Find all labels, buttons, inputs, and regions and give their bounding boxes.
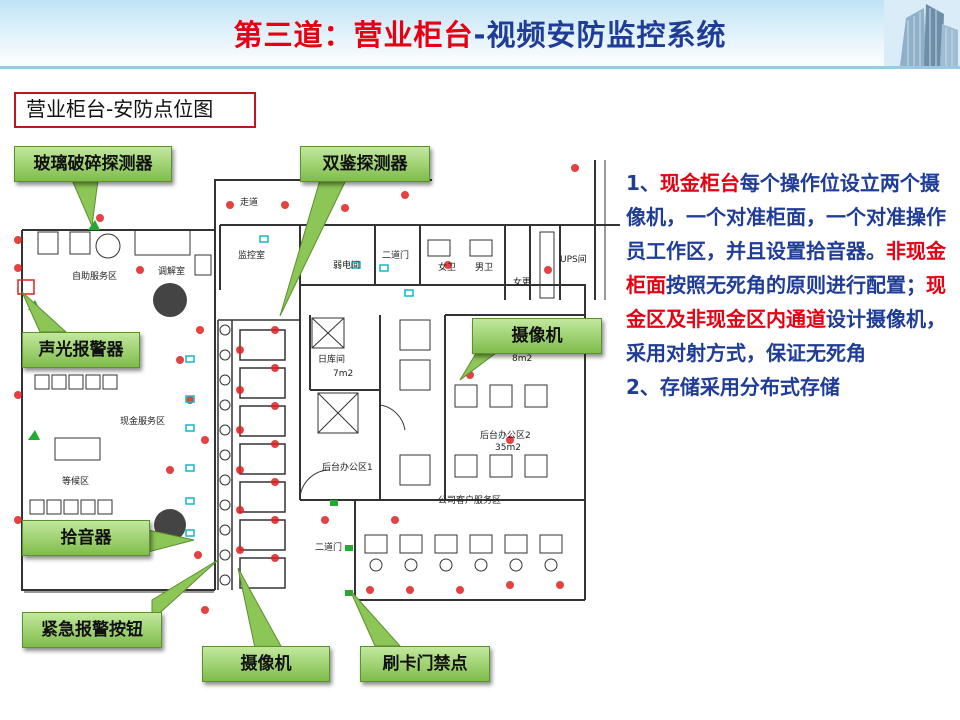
label-vault: 日库间 [318,353,345,365]
description-point-1: 1、现金柜台每个操作位设立两个摄像机，一个对准柜面，一个对准操作员工作区，并且设… [626,166,951,370]
label-tiaojie: 调解室 [158,265,185,277]
point-1-text-b: 按照无死角的原则进行配置； [666,273,926,297]
label-self-service: 自助服务区 [72,270,117,282]
title-blue-part: -视频安防监控系统 [473,18,727,52]
page-title: 第三道：营业柜台-视频安防监控系统 [150,12,810,54]
header-rule [0,66,960,69]
label-ups: UPS间 [560,253,587,265]
label-control-room: 监控室 [238,249,265,261]
cash-counter-highlight: 现金柜台 [659,171,740,195]
label-second-door: 二道门 [315,541,342,553]
label-corporate: 公司客户服务区 [438,494,501,506]
label-weak-electric: 弱电间 [333,259,360,271]
callout-camera-bottom: 摄像机 [202,646,330,682]
label-back-office-2-area: 35m2 [495,443,521,453]
label-male-wc: 男卫 [475,262,493,273]
label-female-wc: 女卫 [438,261,456,273]
point-1-text-c: 设计摄像机，采用对射方式，保证无死角 [626,307,946,365]
label-second-door-top: 二道门 [382,249,409,261]
non-cash-counter-highlight: 非现金柜面 [626,239,946,297]
description-point-2: 2、存储采用分布式存储 [626,375,840,399]
plan-subtitle: 营业柜台-安防点位图 [14,92,256,128]
point-1-number: 1、 [626,171,660,195]
callout-glass-break-detector: 玻璃破碎探测器 [14,146,172,182]
building-image [884,0,960,66]
label-back-office-1: 后台办公区1 [322,461,373,473]
label-back-office-2: 后台办公区2 [480,429,531,441]
label-female-locker: 女更 [513,276,531,288]
callout-card-access-point: 刷卡门禁点 [360,646,490,682]
callout-sound-light-alarm: 声光报警器 [22,332,140,368]
label-vault-area: 7m2 [333,369,353,379]
description-panel: 1、现金柜台每个操作位设立两个摄像机，一个对准柜面，一个对准操作员工作区，并且设… [626,166,951,404]
label-office-top-area: 8m2 [512,354,532,364]
label-waiting: 等候区 [62,475,89,487]
callout-sound-pickup: 拾音器 [22,520,150,556]
title-red-part: 第三道：营业柜台 [233,18,474,52]
point-1-text-a: 每个操作位设立两个摄像机，一个对准柜面，一个对准操作员工作区，并且设置拾音器。 [626,171,946,263]
aisle-highlight: 现金区及非现金区内通道 [626,273,946,331]
callout-camera-right: 摄像机 [472,318,602,354]
callout-emergency-button: 紧急报警按钮 [22,612,162,648]
header-banner: 第三道：营业柜台-视频安防监控系统 [0,0,960,70]
label-corridor: 走道 [240,196,258,208]
label-cash-area: 现金服务区 [120,415,165,427]
callout-dual-tech-detector: 双鉴探测器 [300,146,430,182]
